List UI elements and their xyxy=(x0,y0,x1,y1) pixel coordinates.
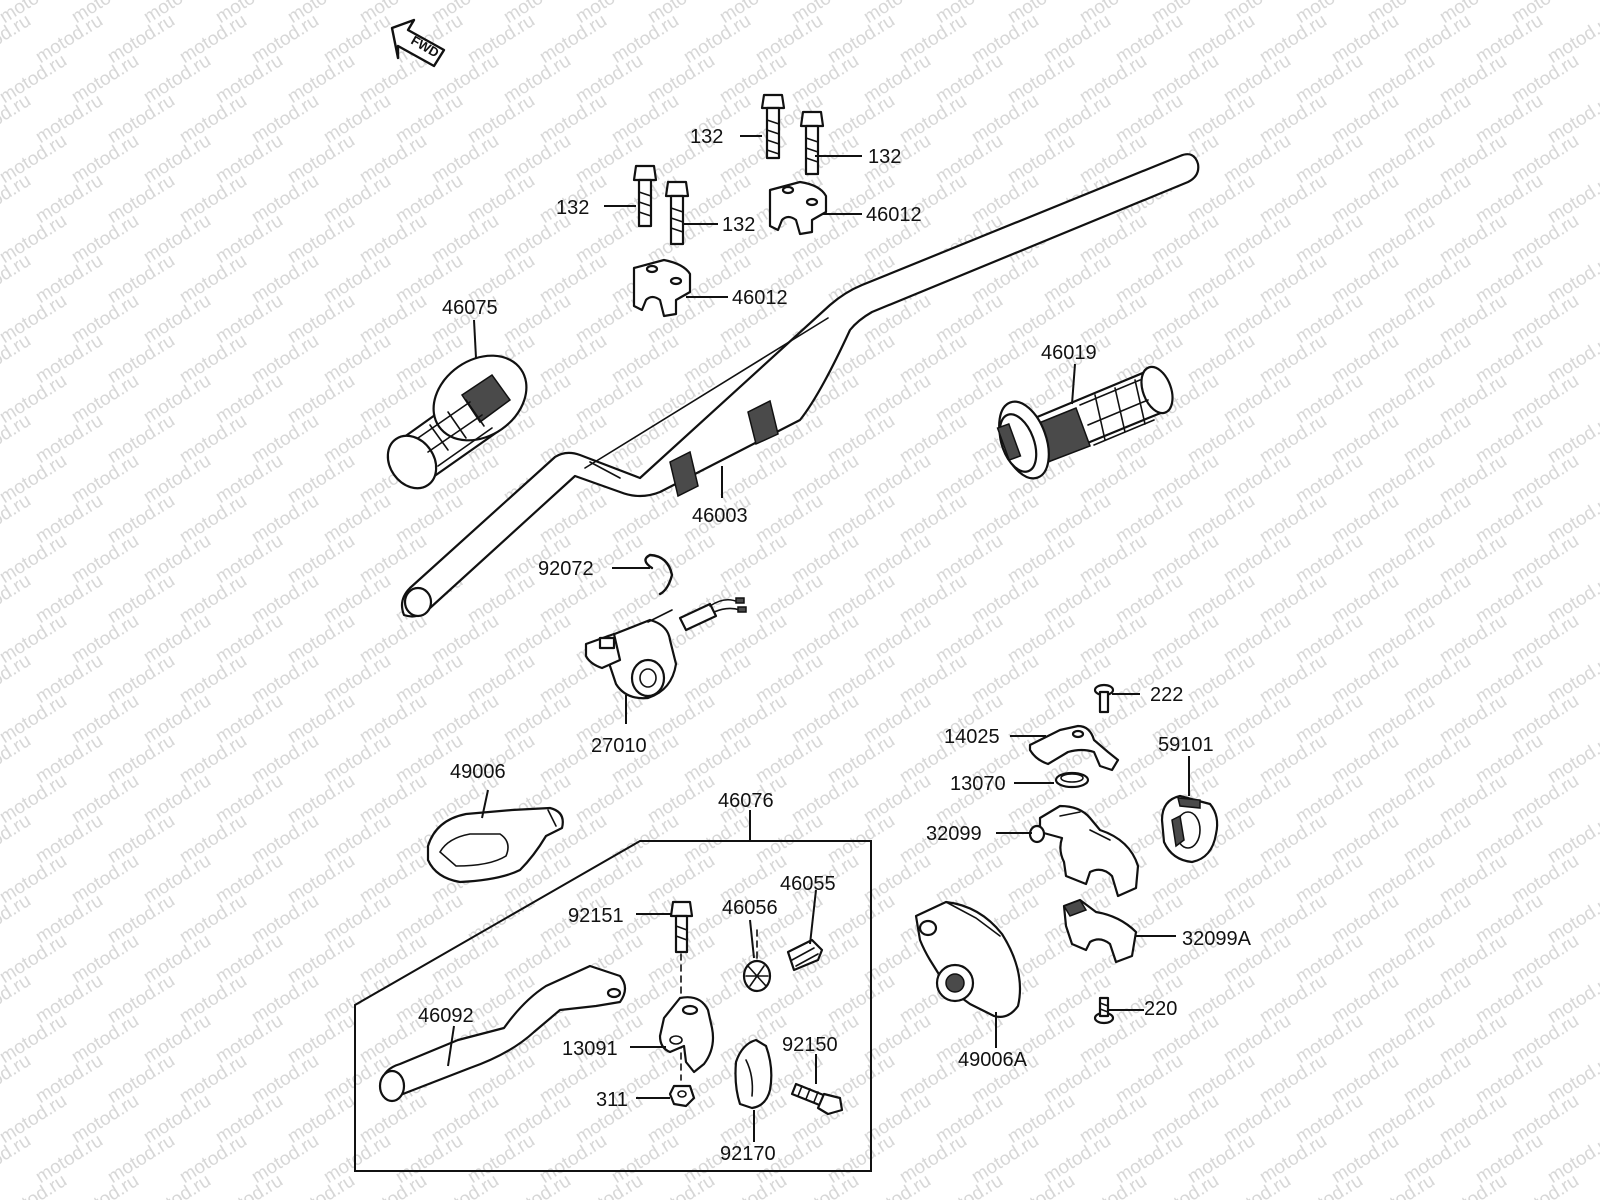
part-labels: 132 132 132 132 46012 46012 46075 46019 … xyxy=(418,126,1252,1165)
label-46012-a: 46012 xyxy=(866,204,922,226)
holder-13091 xyxy=(658,996,715,1074)
label-49006: 49006 xyxy=(450,761,506,783)
housing-32099A xyxy=(1062,898,1138,964)
housing-32099 xyxy=(1028,804,1140,898)
label-132-a: 132 xyxy=(690,126,723,148)
grip-46019 xyxy=(996,365,1174,480)
bolt-132-c xyxy=(632,164,658,228)
label-32099A: 32099A xyxy=(1182,928,1252,950)
handlebar-46003 xyxy=(400,153,1200,618)
label-59101: 59101 xyxy=(1158,734,1214,756)
label-92072: 92072 xyxy=(538,558,594,580)
cover-49006 xyxy=(426,806,564,884)
screw-220 xyxy=(1093,996,1115,1025)
label-46092: 46092 xyxy=(418,1005,474,1027)
screw-46055 xyxy=(786,938,824,972)
label-13070: 13070 xyxy=(950,773,1006,795)
label-46012-b: 46012 xyxy=(732,287,788,309)
bolt-132-b xyxy=(799,110,825,176)
cover-49006A xyxy=(914,900,1022,1018)
label-49006A: 49006A xyxy=(958,1049,1028,1071)
bolt-132-a xyxy=(760,93,786,160)
label-132-c: 132 xyxy=(556,197,589,219)
label-46075: 46075 xyxy=(442,297,498,319)
bolt-92151 xyxy=(669,900,694,1081)
housing-59101 xyxy=(1160,794,1219,864)
knurl-right xyxy=(747,399,779,446)
label-14025: 14025 xyxy=(944,726,1000,748)
label-46003: 46003 xyxy=(692,505,748,527)
switch-27010 xyxy=(584,597,747,700)
clamp-46012-upper xyxy=(768,180,828,236)
label-132-b: 132 xyxy=(868,146,901,168)
ring-13070 xyxy=(1054,771,1090,789)
label-311: 311 xyxy=(596,1089,628,1111)
bracket-14025 xyxy=(1028,724,1120,772)
label-92170: 92170 xyxy=(720,1143,776,1165)
label-46055: 46055 xyxy=(780,873,836,895)
bolt-92150 xyxy=(790,1082,844,1116)
grip-46075 xyxy=(386,354,528,490)
label-13091: 13091 xyxy=(562,1038,618,1060)
label-46056: 46056 xyxy=(722,897,778,919)
group-outline-46076 xyxy=(354,840,872,1172)
fwd-arrow-icon: FWD xyxy=(390,18,446,68)
label-92151: 92151 xyxy=(568,905,624,927)
lever-46092 xyxy=(378,964,627,1103)
label-92150: 92150 xyxy=(782,1034,838,1056)
screw-222 xyxy=(1093,683,1115,714)
label-46076: 46076 xyxy=(718,790,774,812)
label-222: 222 xyxy=(1150,684,1183,706)
clamp-92170 xyxy=(734,1038,773,1110)
label-32099: 32099 xyxy=(926,823,982,845)
label-27010: 27010 xyxy=(591,735,647,757)
clamp-46012-lower xyxy=(632,258,692,318)
clip-92072 xyxy=(644,553,674,596)
bolt-132-d xyxy=(664,180,690,246)
label-132-d: 132 xyxy=(722,214,755,236)
nut-46056 xyxy=(742,929,772,993)
knurl-left xyxy=(669,450,699,498)
leader-lines xyxy=(447,135,1190,1142)
label-46019: 46019 xyxy=(1041,342,1097,364)
label-220: 220 xyxy=(1144,998,1177,1020)
nut-311 xyxy=(668,1084,696,1108)
